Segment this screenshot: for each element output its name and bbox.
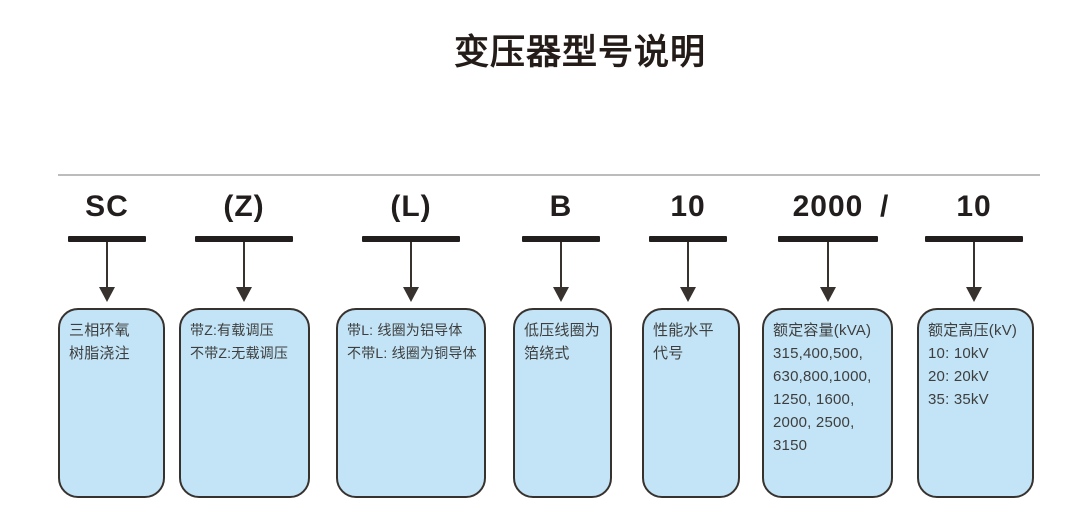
code-label: B (549, 190, 573, 223)
down-arrow-icon (236, 287, 252, 302)
down-arrow-stem (973, 242, 975, 288)
down-arrow-stem (106, 242, 108, 288)
code-underline (649, 236, 727, 242)
down-arrow-stem (243, 242, 245, 288)
code-underline (362, 236, 460, 242)
down-arrow-icon (99, 287, 115, 302)
code-label: SC (85, 190, 129, 223)
code-label: 10 (956, 190, 992, 223)
down-arrow-icon (820, 287, 836, 302)
down-arrow-stem (827, 242, 829, 288)
meaning-box: 性能水平 代号 (642, 308, 740, 498)
code-underline (925, 236, 1023, 242)
code-underline (778, 236, 878, 242)
code-label: (Z) (223, 190, 265, 223)
slash-separator: / (880, 190, 889, 223)
code-underline (522, 236, 600, 242)
down-arrow-icon (403, 287, 419, 302)
down-arrow-icon (680, 287, 696, 302)
code-label: (L) (390, 190, 432, 223)
meaning-box: 带Z:有载调压 不带Z:无载调压 (179, 308, 310, 498)
down-arrow-stem (410, 242, 412, 288)
meaning-box: 额定高压(kV) 10: 10kV 20: 20kV 35: 35kV (917, 308, 1034, 498)
code-underline (195, 236, 293, 242)
down-arrow-icon (966, 287, 982, 302)
meaning-box: 额定容量(kVA) 315,400,500, 630,800,1000, 125… (762, 308, 893, 498)
meaning-box: 三相环氧 树脂浇注 (58, 308, 165, 498)
code-underline (68, 236, 146, 242)
down-arrow-stem (560, 242, 562, 288)
meaning-box: 带L: 线圈为铝导体 不带L: 线圈为铜导体 (336, 308, 486, 498)
code-label: 10 (670, 190, 706, 223)
down-arrow-icon (553, 287, 569, 302)
page-title: 变压器型号说明 (453, 33, 707, 72)
top-rule (58, 174, 1040, 176)
meaning-box: 低压线圈为 箔绕式 (513, 308, 612, 498)
down-arrow-stem (687, 242, 689, 288)
code-label: 2000 (792, 190, 864, 223)
